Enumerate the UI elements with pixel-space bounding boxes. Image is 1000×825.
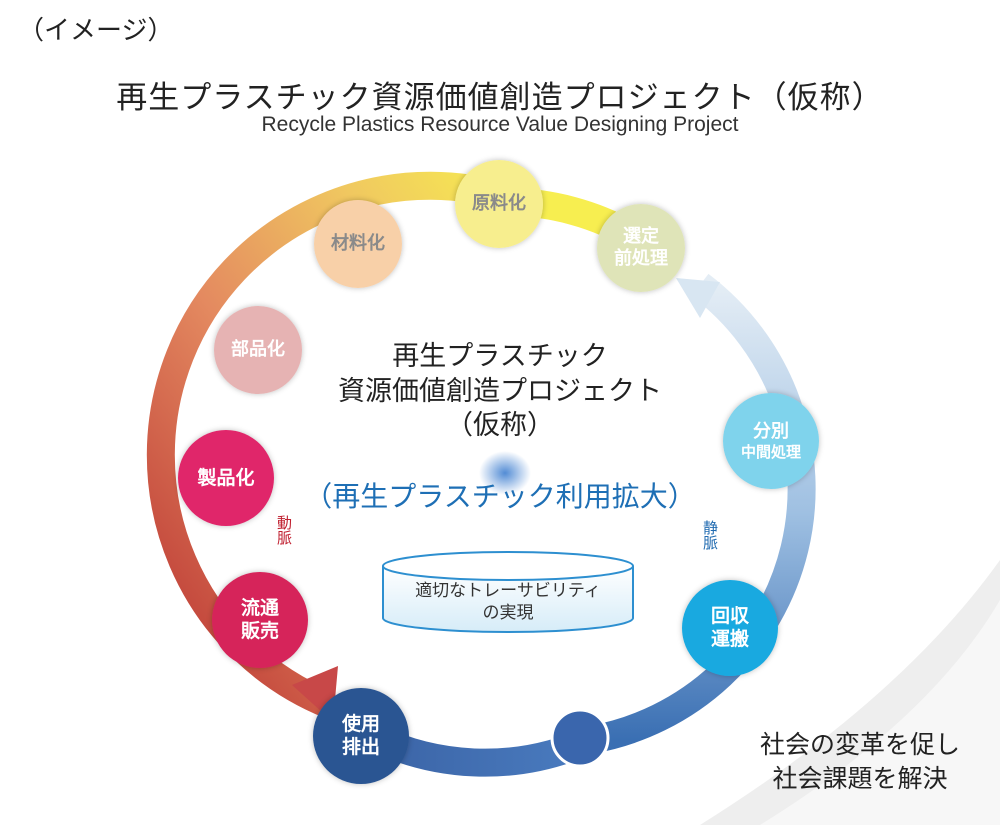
node-label-2: 前処理	[614, 248, 668, 269]
bottom-message-line1: 社会の変革を促し	[759, 730, 960, 759]
center-title: 再生プラスチック 資源価値創造プロジェクト （仮称）	[300, 340, 700, 444]
center-glow	[479, 451, 531, 495]
node-label: 流通	[240, 597, 279, 620]
node-label-2: 販売	[240, 620, 279, 642]
center-title-line3: （仮称）	[446, 410, 554, 442]
arterial-label: 動脈	[275, 515, 293, 545]
traceability-line2: の実現	[482, 603, 534, 624]
bottom-message-line2: 社会課題を解決	[772, 763, 948, 793]
node-collection-transport: 回収 運搬	[682, 580, 778, 676]
node-use-disposal: 使用 排出	[313, 688, 409, 784]
node-raw-material: 原料化	[455, 160, 543, 248]
node-label: 分別	[753, 421, 789, 443]
node-materialization: 材料化	[314, 200, 402, 288]
center-subtitle: （再生プラスチック利用拡大）	[304, 480, 696, 513]
page-subtitle: Recycle Plastics Resource Value Designin…	[261, 113, 739, 136]
venous-arc	[587, 273, 816, 754]
node-sorting-processing: 分別 中間処理	[723, 393, 819, 489]
node-productization: 製品化	[178, 430, 274, 526]
traceability-cylinder	[382, 551, 634, 633]
traceability-line1: 適切なトレーサビリティ	[415, 581, 601, 601]
node-componentization: 部品化	[214, 306, 302, 394]
node-label: 回収	[710, 605, 749, 628]
node-label: 製品化	[197, 466, 255, 489]
node-label: 部品化	[231, 339, 285, 361]
node-distribution-sales: 流通 販売	[212, 572, 308, 668]
image-note: （イメージ）	[18, 16, 174, 46]
node-label-2: 中間処理	[740, 442, 801, 461]
node-label-2: 排出	[341, 736, 380, 758]
venous-arrowhead	[676, 278, 720, 318]
node-label: 使用	[341, 713, 380, 736]
center-title-line1: 再生プラスチック	[392, 341, 608, 372]
ring-marker	[550, 708, 610, 768]
traceability-label: 適切なトレーサビリティ の実現	[383, 580, 633, 624]
page-curl	[760, 600, 1000, 825]
node-label: 選定	[623, 226, 659, 248]
node-label: 原料化	[472, 193, 526, 215]
venous-label: 静脈	[701, 520, 719, 550]
bottom-message: 社会の変革を促し 社会課題を解決	[720, 728, 1000, 796]
center-title-line2: 資源価値創造プロジェクト	[338, 375, 662, 407]
node-label: 材料化	[331, 233, 385, 255]
node-selection-preprocessing: 選定 前処理	[597, 204, 685, 292]
node-label-2: 運搬	[710, 628, 749, 650]
page-title: 再生プラスチック資源価値創造プロジェクト（仮称）	[116, 80, 884, 116]
